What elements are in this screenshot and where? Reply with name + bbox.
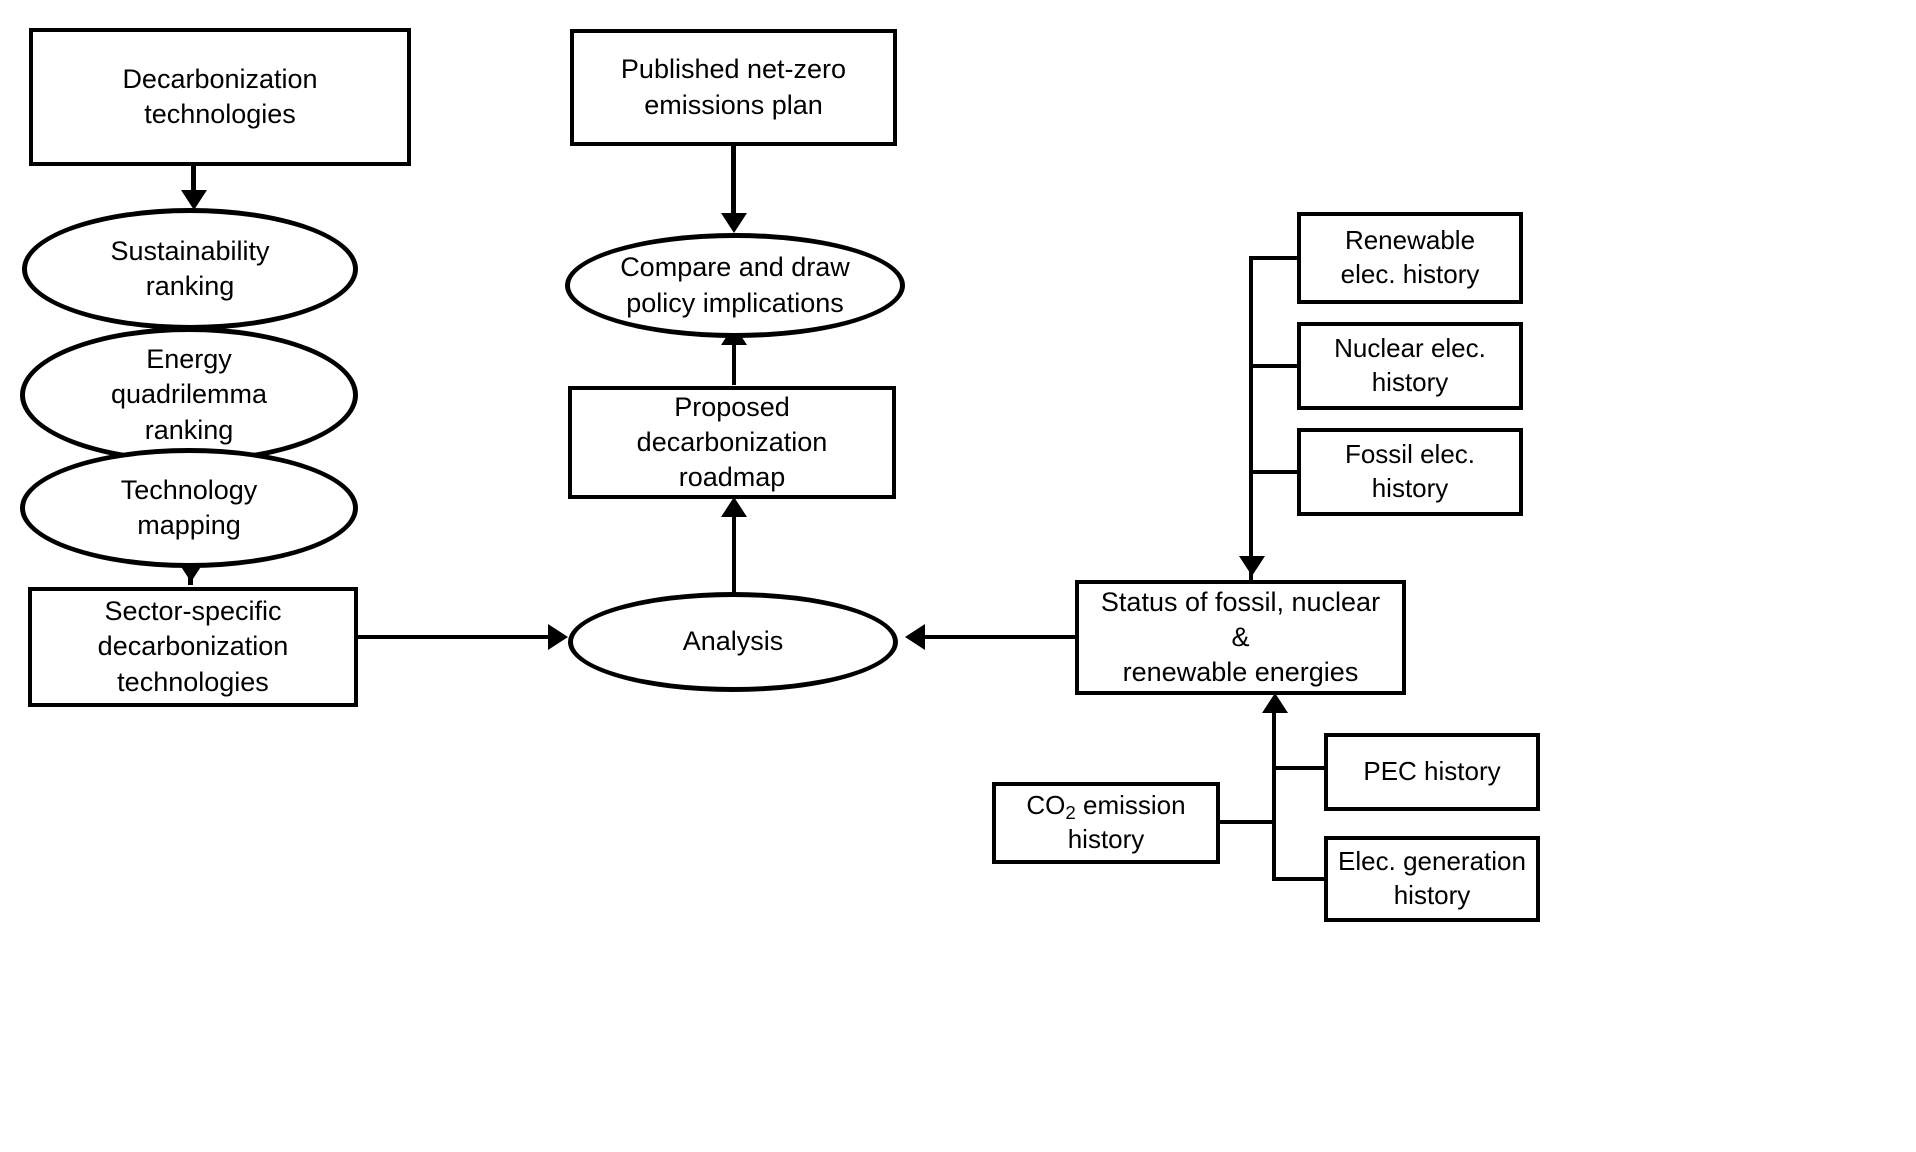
edge-sector-to-analysis-line <box>356 635 556 639</box>
edge-bottom-history-to-status-rise <box>1272 710 1276 770</box>
edge-top-history-bracket-trunk <box>1249 256 1253 574</box>
edge-fossil-branch <box>1249 470 1299 474</box>
node-label: Renewable elec. history <box>1340 225 1480 289</box>
node-label: Technology mapping <box>120 474 258 540</box>
node-label: Proposed decarbonization roadmap <box>636 391 828 493</box>
node-label: PEC history <box>1363 756 1501 787</box>
edge-plan-to-compare-arrowhead <box>721 213 747 233</box>
edge-top-history-to-status-arrowhead <box>1239 556 1265 576</box>
node-nuclear-elec-history[interactable]: Nuclear elec. history <box>1297 322 1523 410</box>
edge-pec-branch <box>1272 766 1326 770</box>
node-label: Fossil elec. history <box>1344 439 1476 503</box>
edge-decarb-to-sustainability-line <box>191 166 196 194</box>
node-fossil-elec-history[interactable]: Fossil elec. history <box>1297 428 1523 516</box>
node-status-energies[interactable]: Status of fossil, nuclear & renewable en… <box>1075 580 1406 695</box>
edge-decarb-to-sustainability-arrowhead <box>181 190 207 210</box>
node-compare-policy-implications[interactable]: Compare and draw policy implications <box>565 233 905 338</box>
node-label: Compare and draw policy implications <box>620 252 850 318</box>
node-label: Analysis <box>682 626 784 657</box>
node-published-net-zero-plan[interactable]: Published net-zero emissions plan <box>570 29 897 146</box>
node-pec-history[interactable]: PEC history <box>1324 733 1540 811</box>
node-sustainability-ranking[interactable]: Sustainability ranking <box>22 208 358 330</box>
node-label: Sustainability ranking <box>110 235 270 301</box>
node-renewable-elec-history[interactable]: Renewable elec. history <box>1297 212 1523 304</box>
node-label: Sector-specific decarbonization technolo… <box>97 596 289 697</box>
node-decarbonization-technologies[interactable]: Decarbonization technologies <box>29 28 411 166</box>
node-label: Status of fossil, nuclear & renewable en… <box>1100 586 1381 688</box>
edge-roadmap-to-compare-line <box>732 345 736 385</box>
edge-status-to-analysis-line <box>925 635 1075 639</box>
node-label: Elec. generation history <box>1338 846 1526 910</box>
node-label: Nuclear elec. history <box>1334 333 1486 397</box>
edge-bottom-history-to-status-arrowhead <box>1262 693 1288 713</box>
edge-plan-to-compare-line <box>731 146 736 221</box>
edge-nuclear-branch <box>1249 364 1299 368</box>
edge-analysis-to-roadmap-arrowhead <box>721 497 747 517</box>
node-label: Published net-zero emissions plan <box>620 54 847 120</box>
node-label: Energy quadrilemma ranking <box>110 344 268 445</box>
edge-elec-generation-branch <box>1272 877 1326 881</box>
node-proposed-roadmap[interactable]: Proposed decarbonization roadmap <box>568 386 896 499</box>
node-label: Decarbonization technologies <box>122 63 318 129</box>
edge-status-to-analysis-arrowhead <box>905 624 925 650</box>
edge-sector-to-analysis-arrowhead <box>548 624 568 650</box>
node-energy-quadrilemma-ranking[interactable]: Energy quadrilemma ranking <box>20 327 358 463</box>
node-technology-mapping[interactable]: Technology mapping <box>20 448 358 568</box>
node-analysis[interactable]: Analysis <box>568 592 898 692</box>
edge-analysis-to-roadmap-line <box>732 500 736 610</box>
node-elec-generation-history[interactable]: Elec. generation history <box>1324 836 1540 922</box>
edge-top-history-to-status-drop <box>1249 470 1253 580</box>
node-sector-specific-technologies[interactable]: Sector-specific decarbonization technolo… <box>28 587 358 707</box>
edge-renewable-branch <box>1249 256 1299 260</box>
edge-co2-branch <box>1218 820 1276 824</box>
